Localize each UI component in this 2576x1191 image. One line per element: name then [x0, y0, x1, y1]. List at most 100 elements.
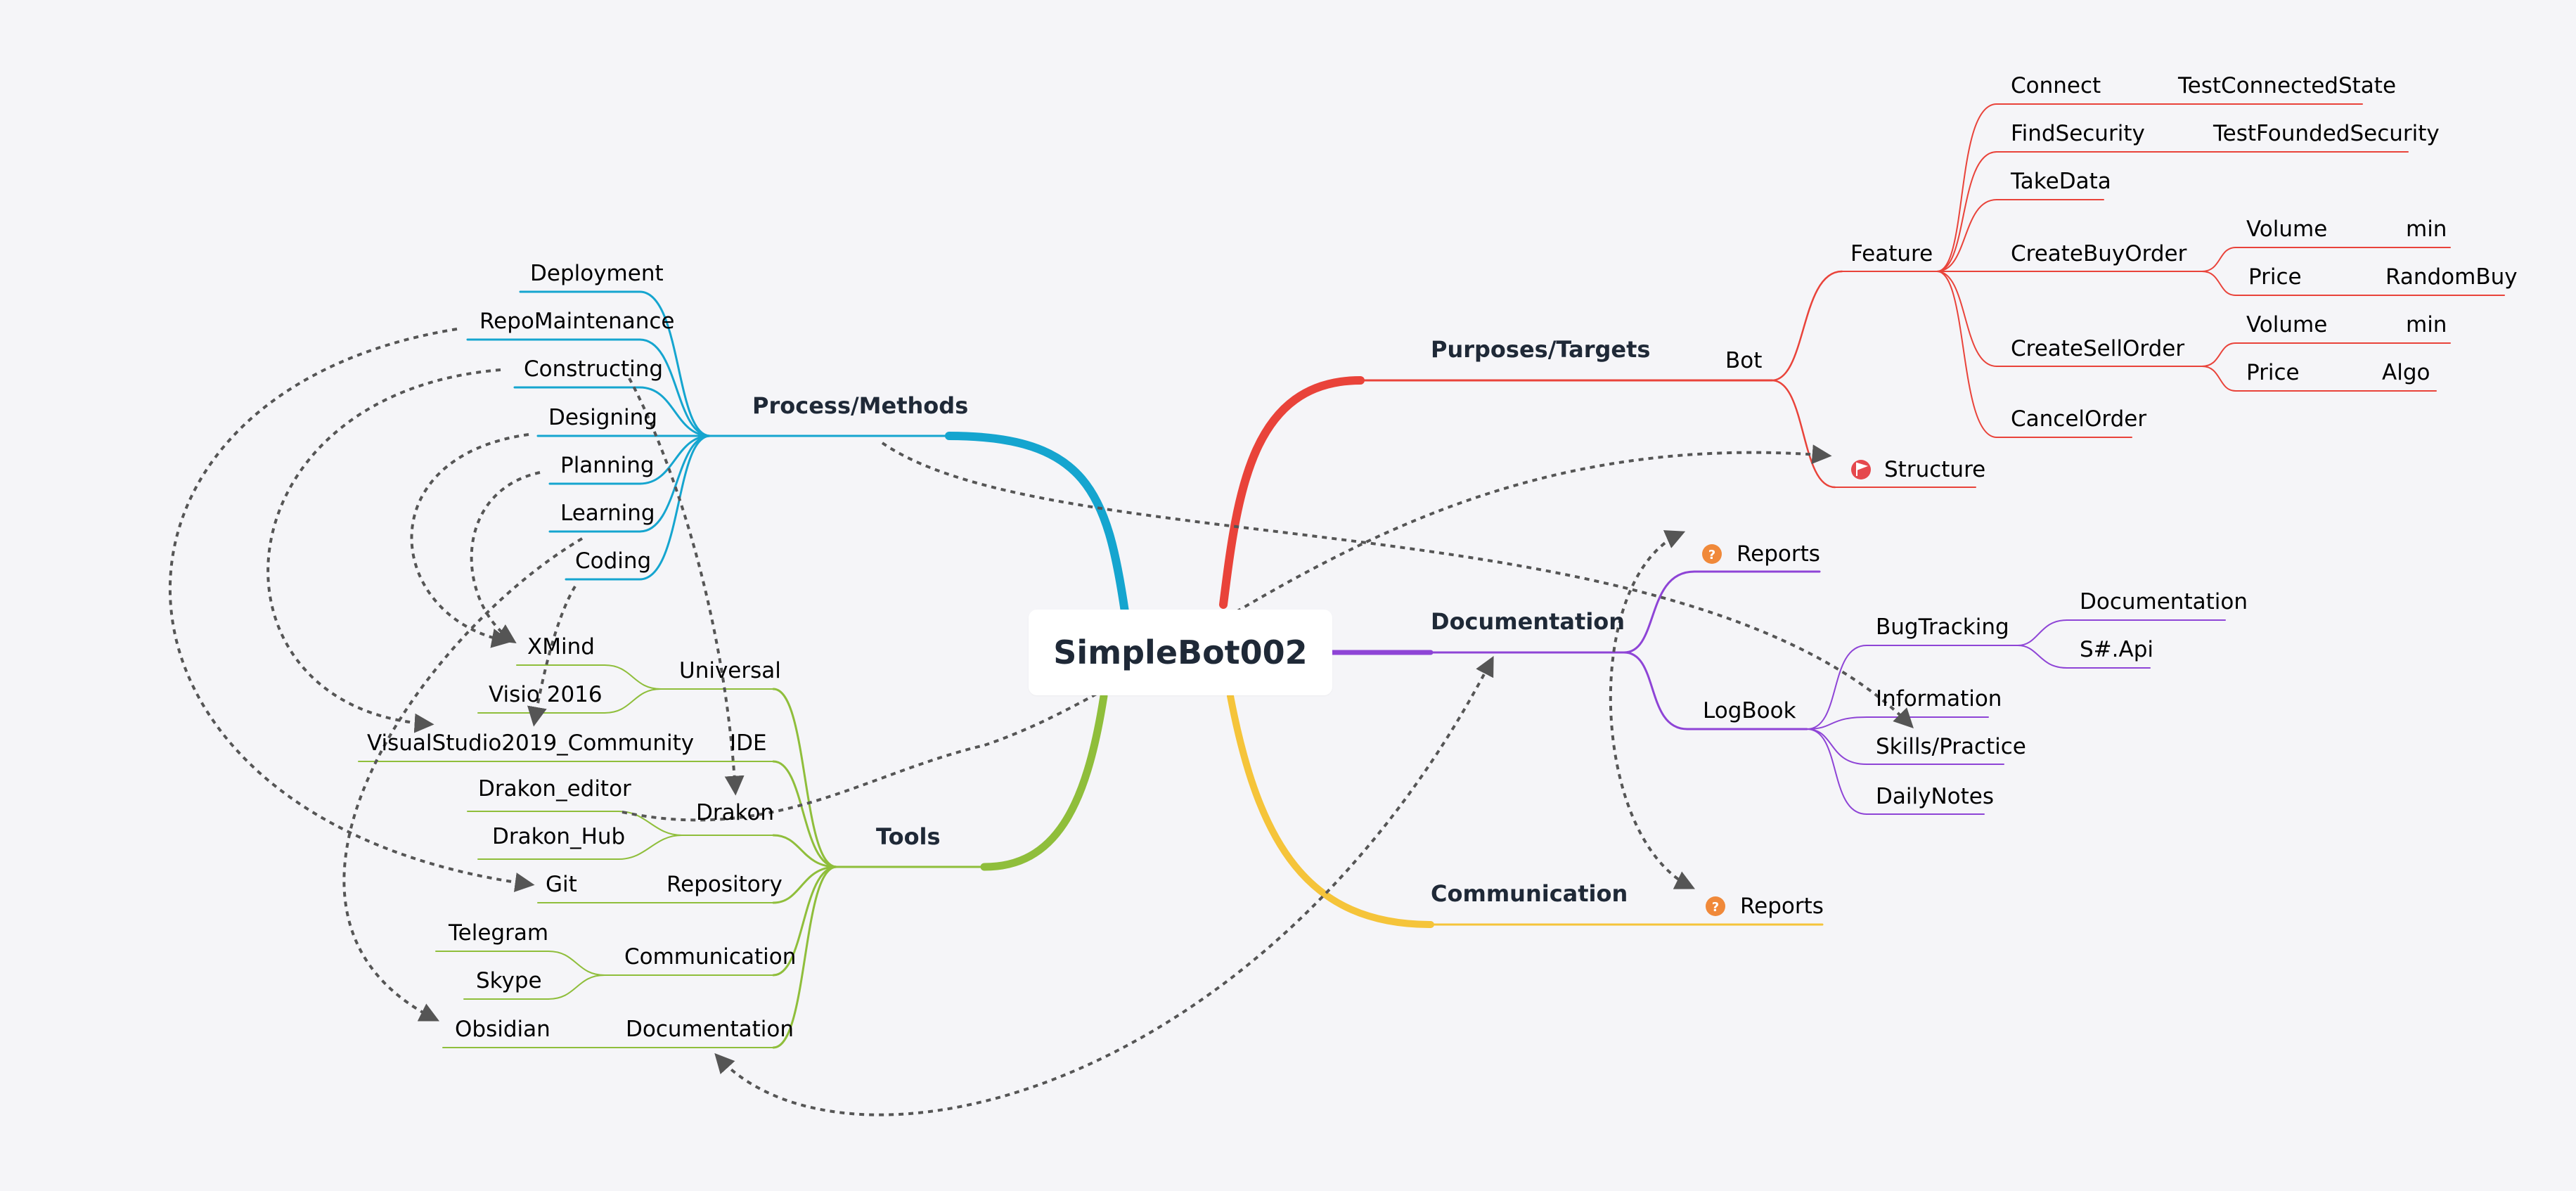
label-skype[interactable]: Skype — [476, 968, 542, 993]
label-coding[interactable]: Coding — [575, 548, 651, 574]
label-purposes[interactable]: Purposes/Targets — [1431, 336, 1650, 363]
link-logbook-information — [1806, 716, 1867, 730]
link-buy-volume — [2201, 247, 2236, 272]
relationships — [169, 328, 1914, 1116]
central-topic[interactable]: SimpleBot002 — [1029, 610, 1332, 695]
link-drakon-hub — [618, 835, 683, 860]
label-testconnectedstate[interactable]: TestConnectedState — [2177, 73, 2396, 98]
label-takedata[interactable]: TakeData — [2010, 169, 2111, 194]
label-sell-price[interactable]: Price — [2246, 360, 2300, 385]
label-constructing[interactable]: Constructing — [524, 356, 663, 382]
label-cancelorder[interactable]: CancelOrder — [2011, 406, 2146, 432]
label-createbuyorder[interactable]: CreateBuyOrder — [2011, 241, 2187, 266]
label-bt-documentation[interactable]: Documentation — [2080, 589, 2248, 614]
doc-reports-question-icon: ? — [1702, 544, 1722, 564]
rel-process-information — [881, 442, 1914, 728]
link-bugtracking-documentation — [2017, 619, 2068, 646]
label-bugtracking[interactable]: BugTracking — [1876, 614, 2009, 640]
label-logbook[interactable]: LogBook — [1703, 698, 1796, 723]
label-bot[interactable]: Bot — [1725, 348, 1762, 373]
label-telegram[interactable]: Telegram — [448, 920, 548, 946]
rel-repomaintenance-git — [169, 328, 535, 892]
rel-coding-visio — [527, 585, 577, 727]
label-skills[interactable]: Skills/Practice — [1876, 734, 2026, 759]
label-drakon-hub[interactable]: Drakon_Hub — [492, 824, 625, 849]
link-process-planning — [638, 434, 711, 485]
label-buy-volume[interactable]: Volume — [2246, 217, 2327, 242]
rel-tools-documentation — [714, 656, 1494, 1116]
link-comm-telegram — [548, 951, 605, 976]
link-feature-connect — [1936, 103, 1997, 272]
label-documentation[interactable]: Documentation — [1431, 608, 1625, 635]
link-process-constructing — [638, 386, 711, 437]
link-logbook-dailynotes — [1806, 728, 1867, 815]
link-feature-takedata — [1936, 199, 1997, 272]
label-communication[interactable]: Communication — [1431, 880, 1628, 907]
label-process[interactable]: Process/Methods — [752, 392, 968, 419]
link-doc-logbook — [1623, 651, 1689, 730]
branch-documentation — [1329, 570, 2226, 815]
link-process-learning — [638, 434, 711, 533]
label-universal[interactable]: Universal — [679, 658, 781, 683]
label-learning[interactable]: Learning — [560, 501, 655, 526]
link-logbook-skills — [1806, 728, 1867, 765]
branch-process — [466, 290, 1129, 616]
structure-flag-icon — [1851, 460, 1871, 479]
rel-constructing-visualstudio — [266, 368, 501, 733]
label-repomaintenance[interactable]: RepoMaintenance — [479, 309, 675, 334]
label-repository[interactable]: Repository — [666, 872, 783, 897]
label-algo[interactable]: Algo — [2382, 360, 2430, 385]
label-drakon[interactable]: Drakon — [696, 800, 774, 825]
link-bot-feature — [1770, 270, 1843, 382]
label-createsellorder[interactable]: CreateSellOrder — [2011, 336, 2184, 361]
link-sell-volume — [2201, 342, 2236, 367]
branch-purposes — [1219, 103, 2505, 609]
comm-reports-question-icon: ? — [1706, 896, 1725, 916]
label-tools-documentation[interactable]: Documentation — [626, 1017, 794, 1042]
label-structure[interactable]: Structure — [1884, 457, 1985, 482]
label-tools-communication[interactable]: Communication — [624, 944, 796, 970]
label-findsecurity[interactable]: FindSecurity — [2011, 121, 2145, 146]
label-dailynotes[interactable]: DailyNotes — [1876, 784, 1994, 809]
rel-constructing-drakoneditor — [628, 378, 745, 796]
link-feature-cancelorder — [1936, 271, 1997, 438]
link-feature-createsellorder — [1936, 271, 1997, 367]
label-bt-sapi[interactable]: S#.Api — [2080, 637, 2153, 662]
link-drakon-editor — [618, 811, 683, 836]
label-designing[interactable]: Designing — [548, 405, 657, 430]
label-buy-min[interactable]: min — [2406, 217, 2447, 242]
label-testfoundedsecurity[interactable]: TestFoundedSecurity — [2213, 121, 2440, 146]
rel-planning-xmind — [470, 471, 541, 644]
link-comm-skype — [548, 974, 605, 1000]
link-buy-price — [2201, 271, 2236, 296]
label-doc-reports[interactable]: Reports — [1737, 541, 1820, 567]
label-visio[interactable]: Visio 2016 — [489, 682, 603, 707]
label-deployment[interactable]: Deployment — [530, 261, 664, 286]
link-feature-findsecurity — [1936, 151, 1997, 272]
label-planning[interactable]: Planning — [560, 453, 655, 478]
svg-text:?: ? — [1712, 900, 1719, 915]
label-randombuy[interactable]: RandomBuy — [2385, 264, 2518, 290]
label-sell-volume[interactable]: Volume — [2246, 312, 2327, 337]
label-connect[interactable]: Connect — [2011, 73, 2101, 98]
label-tools[interactable]: Tools — [876, 823, 941, 850]
svg-text:?: ? — [1708, 548, 1715, 562]
label-xmind[interactable]: XMind — [527, 634, 595, 659]
link-bot-structure — [1770, 379, 1836, 489]
link-central-communication — [1227, 693, 1434, 928]
rel-docs-reports — [1609, 530, 1696, 889]
label-visualstudio[interactable]: VisualStudio2019_Community — [367, 730, 694, 756]
link-central-process — [945, 432, 1129, 616]
label-feature[interactable]: Feature — [1850, 241, 1933, 266]
label-obsidian[interactable]: Obsidian — [455, 1017, 550, 1042]
label-git[interactable]: Git — [546, 872, 577, 897]
label-buy-price[interactable]: Price — [2248, 264, 2302, 290]
rel-learning-obsidian — [342, 537, 584, 1022]
label-ide[interactable]: IDE — [730, 730, 767, 756]
label-information[interactable]: Information — [1876, 686, 2002, 712]
label-sell-min[interactable]: min — [2406, 312, 2447, 337]
link-bugtracking-sapi — [2017, 645, 2068, 669]
label-comm-reports[interactable]: Reports — [1740, 894, 1824, 919]
label-drakon-editor[interactable]: Drakon_editor — [478, 776, 631, 801]
